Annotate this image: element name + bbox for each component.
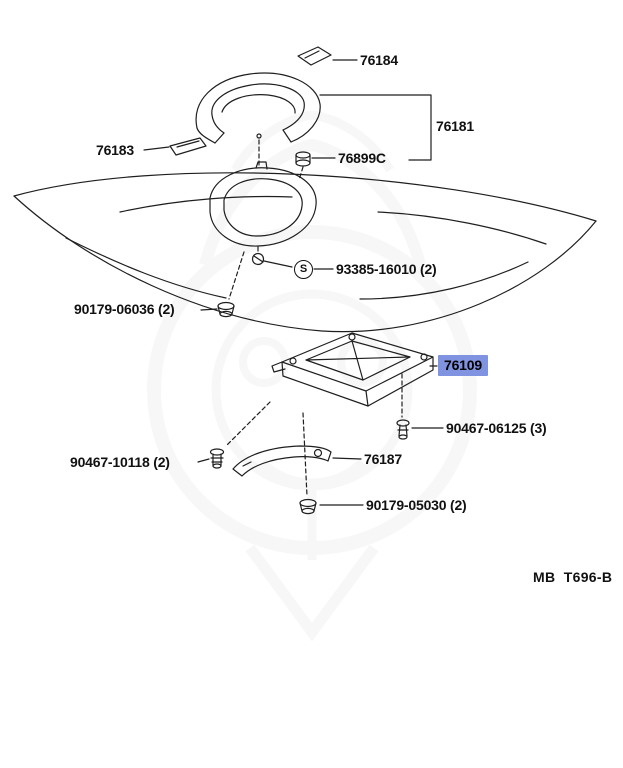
- diagram-code: MB T696-B: [533, 569, 613, 585]
- part-clip-90467-06125: [396, 419, 410, 440]
- part-label-90179-06036[interactable]: 90179-06036 (2): [74, 301, 175, 317]
- part-scoop-76181: [195, 72, 321, 144]
- part-stay-76187: [232, 445, 332, 477]
- assembly-dashed-lines: [226, 139, 403, 497]
- part-nut-90179-05030: [299, 498, 317, 515]
- part-grommet-76899c: [295, 151, 311, 167]
- part-nut-90179-06036: [217, 301, 235, 318]
- part-clip-76184: [297, 46, 332, 66]
- part-label-76183[interactable]: 76183: [96, 142, 134, 158]
- part-body-panel: [13, 172, 597, 333]
- part-clip-90467-10118: [209, 448, 225, 469]
- part-label-76899c[interactable]: 76899C: [338, 150, 386, 166]
- part-label-76187[interactable]: 76187: [364, 451, 402, 467]
- part-screw-93385: [251, 252, 265, 266]
- part-clip-76183: [169, 137, 207, 156]
- part-label-90467-10118[interactable]: 90467-10118 (2): [70, 454, 170, 470]
- part-label-76109[interactable]: 76109: [438, 355, 488, 376]
- leader-lines: [143, 59, 444, 506]
- screw-marker-icon: S: [294, 260, 313, 279]
- part-label-90467-06125[interactable]: 90467-06125 (3): [446, 420, 547, 436]
- part-gasket: [209, 161, 317, 247]
- watermark-crest: [147, 110, 477, 642]
- part-label-76181[interactable]: 76181: [436, 118, 474, 134]
- part-label-93385-16010[interactable]: 93385-16010 (2): [336, 261, 437, 277]
- part-label-76184[interactable]: 76184: [360, 52, 398, 68]
- part-bracket-76109: [271, 332, 434, 407]
- part-label-90179-05030[interactable]: 90179-05030 (2): [366, 497, 467, 513]
